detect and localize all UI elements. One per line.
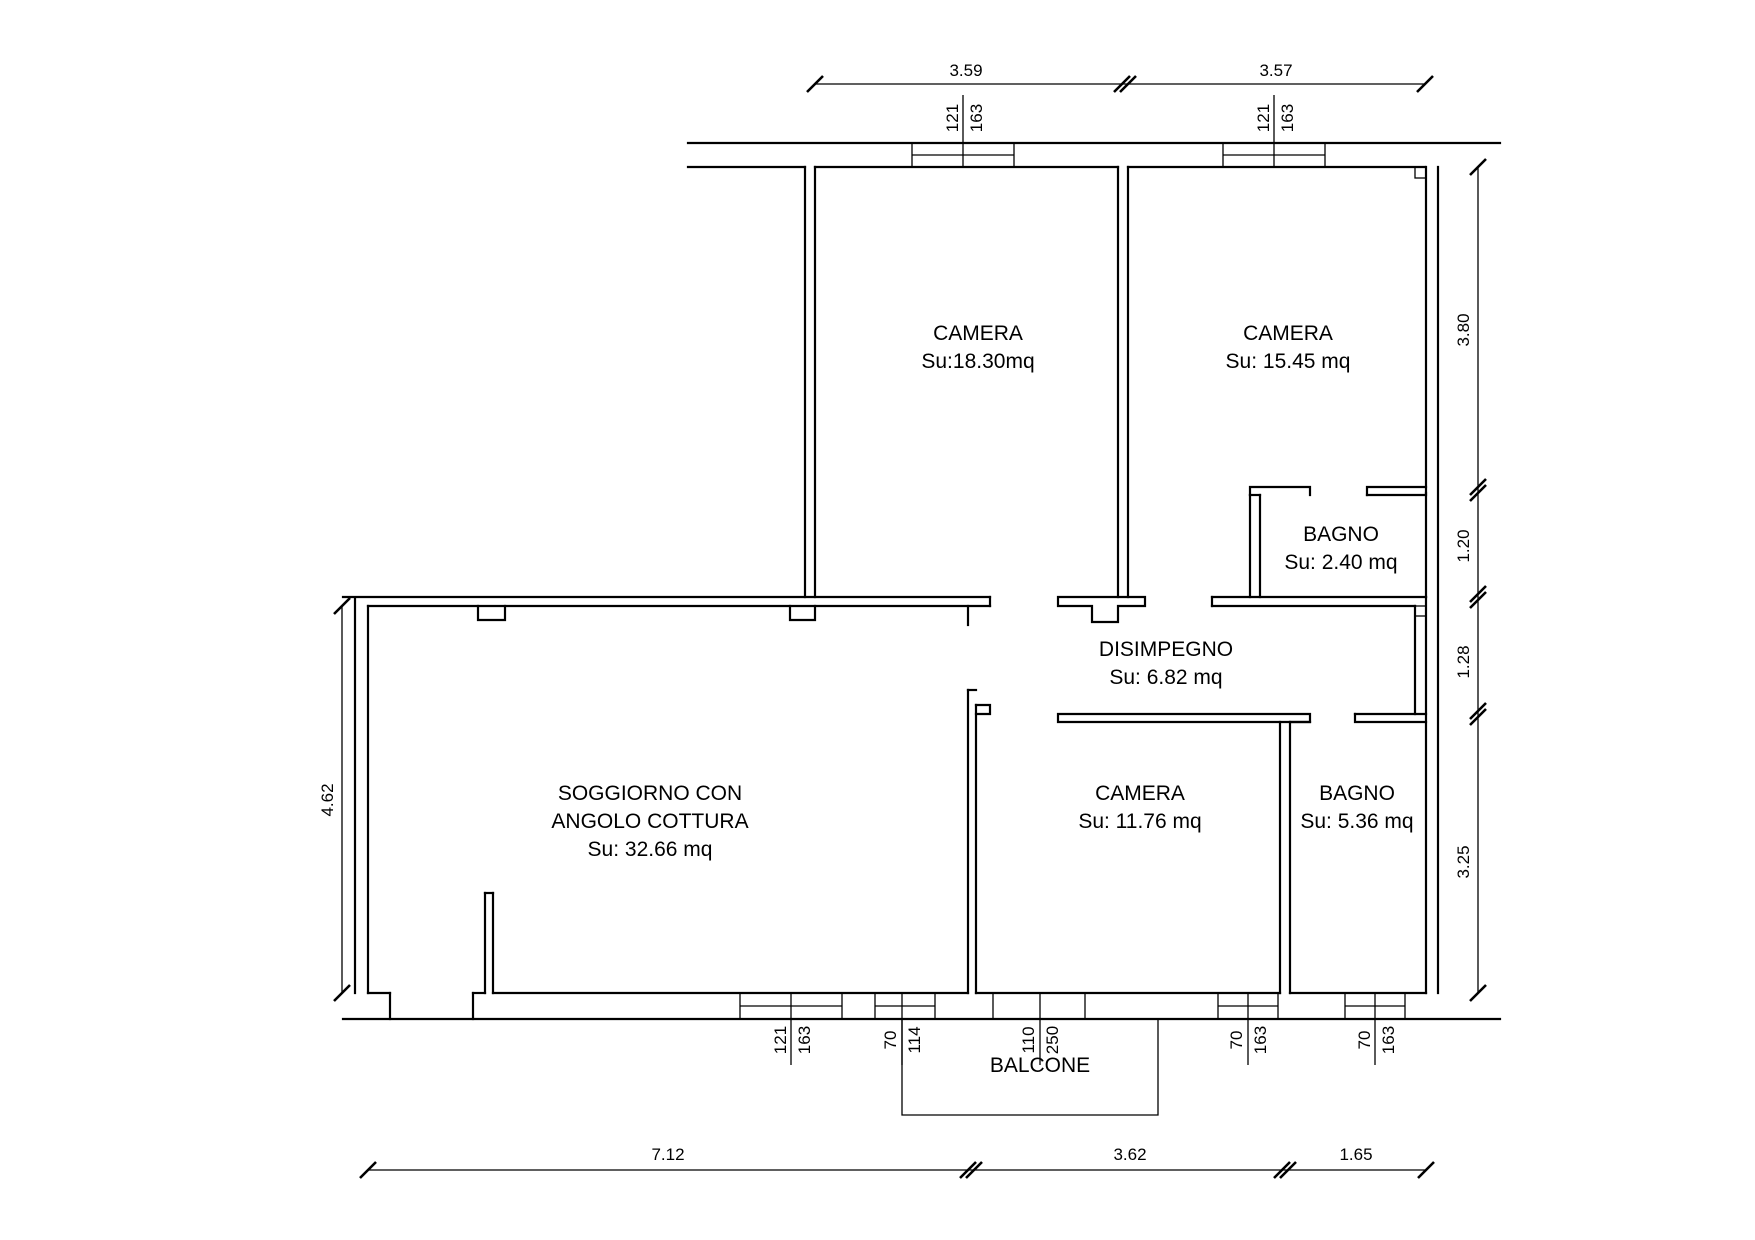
dim-right-1: 3.80 xyxy=(1454,313,1473,346)
window-bottom-5-a: 70 xyxy=(1355,1031,1374,1050)
window-bottom-3-b: 250 xyxy=(1043,1026,1062,1054)
dimension-lines xyxy=(333,75,1487,1179)
balcony: BALCONE xyxy=(901,1019,1159,1116)
dim-top-2: 3.57 xyxy=(1259,61,1292,80)
window-labels: 121 163 121 163 121 163 70 114 110 250 7… xyxy=(771,104,1398,1054)
dim-top-1: 3.59 xyxy=(949,61,982,80)
room-disimpegno-name: DISIMPEGNO xyxy=(1099,638,1233,661)
window-bottom-1-a: 121 xyxy=(771,1026,790,1054)
window-bottom-4-a: 70 xyxy=(1227,1031,1246,1050)
window-bottom-2-a: 70 xyxy=(881,1031,900,1050)
window-top-2-a: 121 xyxy=(1254,104,1273,132)
room-soggiorno-name-2: ANGOLO COTTURA xyxy=(551,810,748,833)
windows xyxy=(739,95,1406,1065)
room-camera-2-area: Su: 15.45 mq xyxy=(1226,350,1351,373)
room-camera-2-name: CAMERA xyxy=(1243,322,1333,345)
room-bagno-2-name: BAGNO xyxy=(1319,782,1395,805)
window-top-1-b: 163 xyxy=(967,104,986,132)
window-bottom-2-b: 114 xyxy=(905,1026,924,1053)
window-bottom-1-b: 163 xyxy=(795,1026,814,1054)
room-soggiorno-name-1: SOGGIORNO CON xyxy=(558,782,742,805)
window-bottom-3-a: 110 xyxy=(1019,1026,1038,1053)
dim-bottom-1: 7.12 xyxy=(651,1145,684,1164)
window-top-2-b: 163 xyxy=(1278,104,1297,132)
room-bagno-2-area: Su: 5.36 mq xyxy=(1300,810,1413,833)
window-bottom-4-b: 163 xyxy=(1251,1026,1270,1054)
room-labels: CAMERA Su:18.30mq CAMERA Su: 15.45 mq BA… xyxy=(551,322,1413,861)
room-camera-3-name: CAMERA xyxy=(1095,782,1185,805)
balcony-label: BALCONE xyxy=(990,1054,1090,1077)
room-disimpegno-area: Su: 6.82 mq xyxy=(1109,666,1222,689)
dim-right-4: 3.25 xyxy=(1454,845,1473,878)
interior-walls xyxy=(366,165,1428,1021)
dim-right-2: 1.20 xyxy=(1454,529,1473,562)
room-soggiorno-area: Su: 32.66 mq xyxy=(588,838,713,861)
room-camera-3-area: Su: 11.76 mq xyxy=(1078,810,1201,833)
room-camera-1-name: CAMERA xyxy=(933,322,1023,345)
dimension-values: 3.59 3.57 3.80 1.20 1.28 3.25 4.62 7.12 … xyxy=(318,61,1473,1164)
room-bagno-1-name: BAGNO xyxy=(1303,523,1379,546)
room-camera-1-area: Su:18.30mq xyxy=(921,350,1034,373)
dim-bottom-2: 3.62 xyxy=(1113,1145,1146,1164)
window-bottom-5-b: 163 xyxy=(1379,1026,1398,1054)
outer-walls xyxy=(341,141,1502,1021)
dim-right-3: 1.28 xyxy=(1454,645,1473,678)
dim-left-1: 4.62 xyxy=(318,783,337,816)
window-top-1-a: 121 xyxy=(943,104,962,132)
dim-bottom-3: 1.65 xyxy=(1339,1145,1372,1164)
room-bagno-1-area: Su: 2.40 mq xyxy=(1284,551,1397,574)
